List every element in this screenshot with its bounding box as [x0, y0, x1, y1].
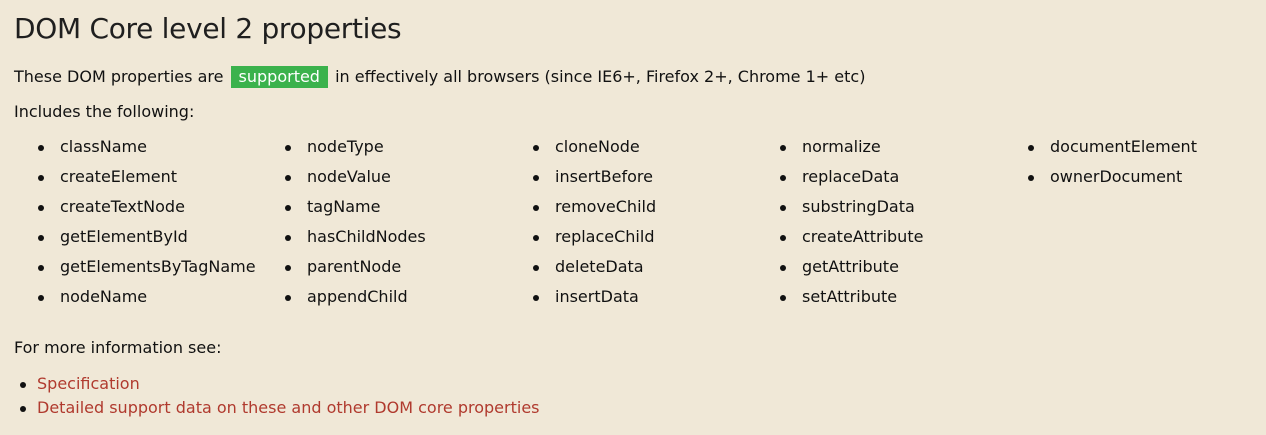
property-name: documentElement: [1050, 137, 1197, 156]
bullet-icon: [533, 205, 539, 211]
property-name: getElementsByTagName: [60, 257, 256, 276]
property-name: removeChild: [555, 197, 657, 216]
page-title: DOM Core level 2 properties: [14, 12, 402, 45]
property-item: replaceData: [756, 166, 996, 196]
bullet-icon: [780, 145, 786, 151]
bullet-icon: [285, 145, 291, 151]
intro-after: in effectively all browsers (since IE6+,…: [335, 67, 866, 86]
property-item: tagName: [261, 196, 501, 226]
bullet-icon: [780, 235, 786, 241]
bullet-icon: [533, 175, 539, 181]
bullet-icon: [285, 265, 291, 271]
property-item: getElementById: [14, 226, 254, 256]
bullet-icon: [780, 175, 786, 181]
property-name: getElementById: [60, 227, 188, 246]
property-name: ownerDocument: [1050, 167, 1183, 186]
property-name: nodeName: [60, 287, 148, 306]
bullet-icon: [533, 145, 539, 151]
property-name: tagName: [307, 197, 381, 216]
property-name: nodeType: [307, 137, 384, 156]
property-item: nodeType: [261, 136, 501, 166]
property-column-1: className createElement createTextNode g…: [14, 136, 256, 316]
includes-label: Includes the following:: [14, 102, 195, 121]
property-name: insertBefore: [555, 167, 653, 186]
bullet-icon: [1028, 175, 1034, 181]
bullet-icon: [20, 406, 26, 412]
property-name: createTextNode: [60, 197, 185, 216]
property-name: nodeValue: [307, 167, 391, 186]
property-item: createAttribute: [756, 226, 996, 256]
property-name: getAttribute: [802, 257, 899, 276]
property-item: hasChildNodes: [261, 226, 501, 256]
property-column-3: cloneNode insertBefore removeChild repla…: [509, 136, 749, 316]
bullet-icon: [780, 265, 786, 271]
bullet-icon: [285, 295, 291, 301]
link-item: Specification: [14, 374, 540, 398]
property-item: ownerDocument: [1004, 166, 1244, 196]
property-item: replaceChild: [509, 226, 749, 256]
specification-link[interactable]: Specification: [37, 374, 140, 393]
bullet-icon: [38, 145, 44, 151]
property-column-4: normalize replaceData substringData crea…: [756, 136, 996, 316]
property-item: removeChild: [509, 196, 749, 226]
property-item: normalize: [756, 136, 996, 166]
property-name: substringData: [802, 197, 915, 216]
property-item: documentElement: [1004, 136, 1244, 166]
property-item: cloneNode: [509, 136, 749, 166]
property-item: substringData: [756, 196, 996, 226]
property-item: createElement: [14, 166, 254, 196]
property-item: deleteData: [509, 256, 749, 286]
property-item: createTextNode: [14, 196, 254, 226]
bullet-icon: [285, 205, 291, 211]
more-info-label: For more information see:: [14, 338, 222, 357]
property-name: cloneNode: [555, 137, 640, 156]
property-item: nodeName: [14, 286, 254, 316]
property-name: replaceData: [802, 167, 900, 186]
bullet-icon: [38, 175, 44, 181]
property-item: insertData: [509, 286, 749, 316]
property-name: appendChild: [307, 287, 408, 306]
property-name: setAttribute: [802, 287, 898, 306]
intro-before: These DOM properties are: [14, 67, 224, 86]
property-name: deleteData: [555, 257, 644, 276]
property-name: parentNode: [307, 257, 402, 276]
supported-badge: supported: [230, 66, 328, 88]
bullet-icon: [533, 235, 539, 241]
property-name: createAttribute: [802, 227, 924, 246]
property-name: createElement: [60, 167, 178, 186]
property-column-2: nodeType nodeValue tagName hasChildNodes…: [261, 136, 501, 316]
property-item: parentNode: [261, 256, 501, 286]
property-name: className: [60, 137, 147, 156]
link-item: Detailed support data on these and other…: [14, 398, 540, 422]
bullet-icon: [533, 265, 539, 271]
bullet-icon: [38, 205, 44, 211]
bullet-icon: [1028, 145, 1034, 151]
property-name: insertData: [555, 287, 639, 306]
bullet-icon: [38, 265, 44, 271]
bullet-icon: [38, 295, 44, 301]
support-data-link[interactable]: Detailed support data on these and other…: [37, 398, 540, 417]
bullet-icon: [20, 382, 26, 388]
intro-text: These DOM properties are supported in ef…: [14, 66, 865, 88]
bullet-icon: [285, 235, 291, 241]
info-links: Specification Detailed support data on t…: [14, 374, 540, 422]
bullet-icon: [38, 235, 44, 241]
property-name: normalize: [802, 137, 881, 156]
property-name: replaceChild: [555, 227, 655, 246]
property-item: getElementsByTagName: [14, 256, 256, 286]
property-item: nodeValue: [261, 166, 501, 196]
property-name: hasChildNodes: [307, 227, 426, 246]
property-item: appendChild: [261, 286, 501, 316]
property-item: insertBefore: [509, 166, 749, 196]
bullet-icon: [533, 295, 539, 301]
property-item: setAttribute: [756, 286, 996, 316]
property-item: className: [14, 136, 254, 166]
property-column-5: documentElement ownerDocument: [1004, 136, 1244, 196]
bullet-icon: [780, 205, 786, 211]
bullet-icon: [780, 295, 786, 301]
property-item: getAttribute: [756, 256, 996, 286]
bullet-icon: [285, 175, 291, 181]
